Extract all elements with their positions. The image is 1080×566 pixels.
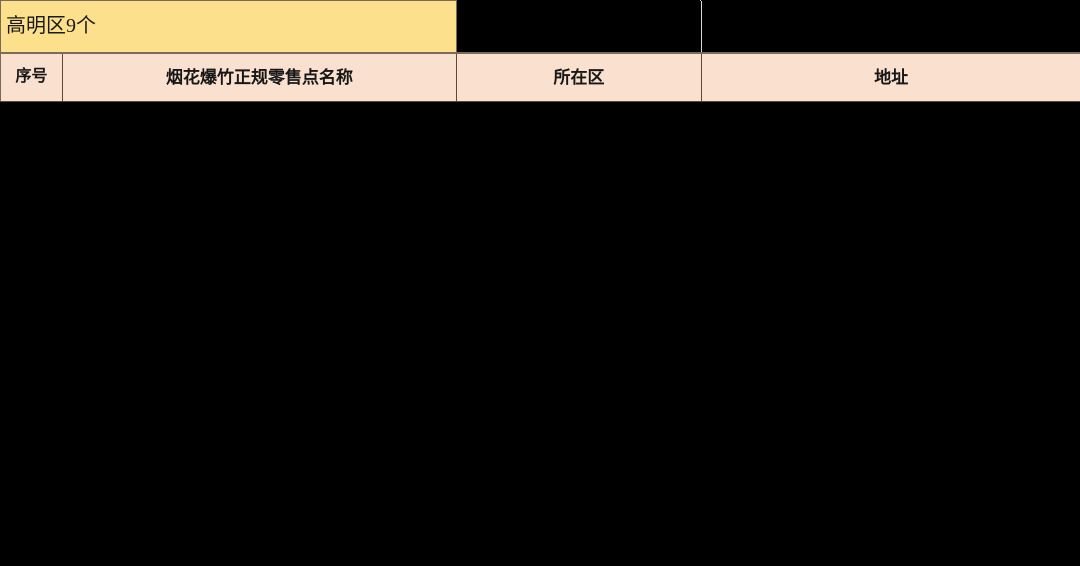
table-body-empty-area [0,103,1080,566]
table-title-row: 高明区9个 [0,0,1080,54]
table-header-row: 序号 烟花爆竹正规零售点名称 所在区 地址 [0,51,1080,102]
title-row-blank-cell-area [456,0,702,53]
column-header-index: 序号 [0,51,63,102]
title-row-blank-cell-address [701,0,1080,53]
column-header-retail-point-name: 烟花爆竹正规零售点名称 [62,51,457,102]
column-header-address: 地址 [701,51,1080,102]
retail-points-table: 高明区9个 序号 烟花爆竹正规零售点名称 所在区 地址 [0,0,1080,102]
district-title-banner: 高明区9个 [0,0,457,54]
column-header-district: 所在区 [456,51,702,102]
